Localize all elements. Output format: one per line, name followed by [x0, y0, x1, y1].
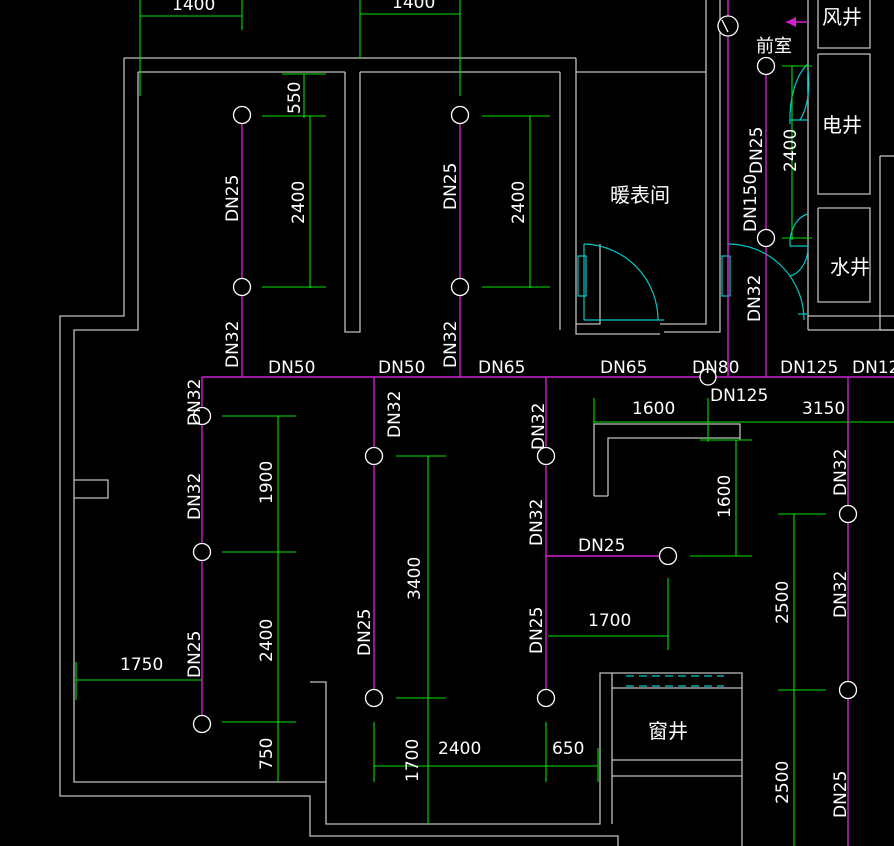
pipe-label: DN80 [692, 358, 739, 378]
pipe-nodes [192, 15, 858, 734]
node [658, 546, 678, 566]
node [450, 277, 470, 297]
pipe-label: DN125 [710, 386, 768, 406]
pipe-label: DN32 [441, 321, 461, 368]
pipe-label: DN50 [268, 358, 315, 378]
pipe-label: DN25 [441, 163, 461, 210]
pipe-label: DN25 [578, 536, 625, 556]
pipe-label: DN150 [741, 174, 761, 232]
dimension-labels: 1400 1400 550 2400 2400 2400 1600 3150 1… [120, 0, 845, 804]
pipe-label: DN32 [185, 379, 205, 426]
node [192, 542, 212, 562]
room-front: 前室 [756, 36, 792, 57]
pipe-label: DN32 [831, 449, 851, 496]
dimension-label: 2400 [781, 129, 801, 172]
pipe-label: DN32 [527, 499, 547, 546]
room-heat-meter: 暖表间 [610, 183, 670, 207]
walls [59, 0, 894, 846]
pipe-labels-vertical: DN25 DN32 DN25 DN32 DN25 DN150 DN32 DN32… [185, 127, 851, 818]
dimension-label: 1400 [172, 0, 215, 15]
dimension-label: 1750 [120, 655, 163, 675]
node [699, 368, 717, 386]
pipe-label: DN65 [478, 358, 525, 378]
dimension-label: 3400 [405, 557, 425, 600]
pipe-label: DN50 [378, 358, 425, 378]
dimension-label: 2400 [438, 739, 481, 759]
node [364, 446, 384, 466]
node [232, 105, 252, 125]
dimension-label: 3150 [802, 399, 845, 419]
doors [577, 63, 810, 687]
dimension-label: 1400 [392, 0, 435, 13]
pipe-label: DN25 [223, 175, 243, 222]
dimension-label: 1600 [632, 399, 675, 419]
dimension-label: 1900 [257, 461, 277, 504]
pipe-label: DN32 [223, 321, 243, 368]
node [232, 277, 252, 297]
room-electric-shaft: 电井 [822, 113, 862, 137]
room-water-shaft: 水井 [830, 255, 870, 279]
dimension-label: 550 [285, 82, 305, 114]
node [192, 714, 212, 734]
node [756, 228, 776, 248]
pipe-label: DN25 [355, 609, 375, 656]
pipe-labels-horizontal: DN50 DN50 DN65 DN65 DN80 DN125 DN125 DN1… [268, 358, 894, 556]
dimension-label: 2400 [257, 619, 277, 662]
node [364, 688, 384, 708]
pipe-label: DN32 [529, 403, 549, 450]
node [838, 680, 858, 700]
dimension-label: 2500 [773, 581, 793, 624]
dimension-lines [75, 0, 894, 846]
pipe-label: DN32 [831, 571, 851, 618]
pipe-label: DN25 [747, 127, 767, 174]
dimension-label: 2500 [773, 761, 793, 804]
pipe-label: DN25 [831, 771, 851, 818]
dimension-label: 1600 [715, 475, 735, 518]
node [536, 446, 556, 466]
node [756, 56, 776, 76]
pipe-label: DN25 [185, 631, 205, 678]
pipe-label: DN25 [527, 607, 547, 654]
dimension-label: 1700 [588, 611, 631, 631]
dimension-label: 750 [257, 738, 277, 770]
room-window-well: 窗井 [648, 719, 688, 743]
node [838, 504, 858, 524]
dimension-label: 650 [552, 739, 584, 759]
pipe-label: DN32 [185, 473, 205, 520]
node [536, 688, 556, 708]
dimension-label: 2400 [289, 181, 309, 224]
dimension-label: 2400 [509, 181, 529, 224]
dimension-label: 1700 [403, 739, 423, 782]
node [717, 15, 739, 37]
node [450, 105, 470, 125]
pipe-label: DN125 [780, 358, 838, 378]
node [192, 406, 212, 426]
room-wind-shaft: 风井 [822, 5, 862, 29]
room-labels: 暖表间 前室 风井 电井 水井 窗井 [610, 5, 870, 743]
pipe-label: DN65 [600, 358, 647, 378]
pipe-label: DN32 [745, 275, 765, 322]
pipe-label: DN32 [385, 391, 405, 438]
pipe-label: DN12 [852, 358, 894, 378]
